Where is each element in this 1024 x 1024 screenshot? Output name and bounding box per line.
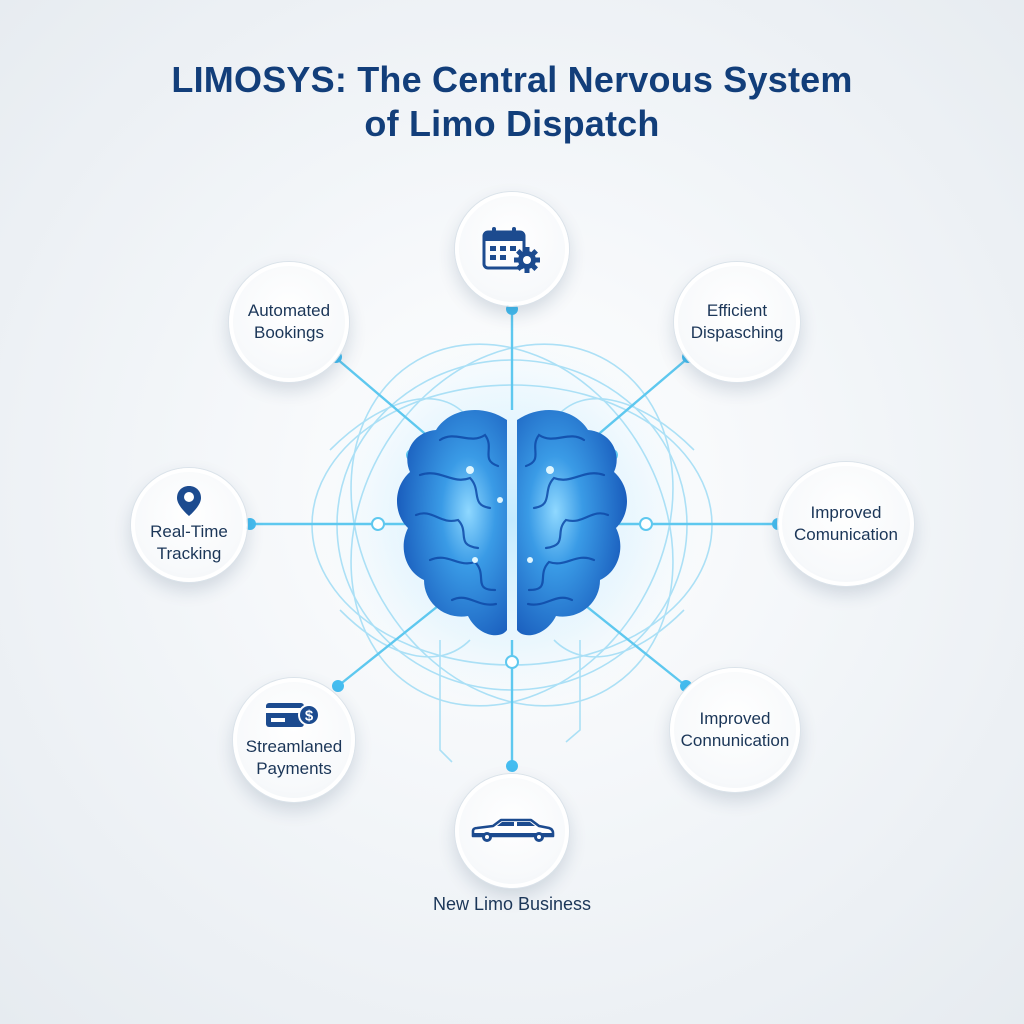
improved-communication-right-label: Improved Comunication [794,503,898,544]
brain-right-hemisphere [517,409,627,636]
node-automated-bookings: Automated Bookings [229,262,349,382]
node-scheduling [455,192,569,306]
map-pin-icon [176,485,202,517]
node-improved-communication-right: Improved Comunication [778,462,914,586]
brain-sparkles [466,466,554,563]
node-new-limo-business [455,774,569,888]
node-improved-communication-bottom-right: Improved Connunication [670,668,800,792]
node-efficient-dispatching: Efficient Dispasching [674,262,800,382]
node-real-time-tracking: Real-Time Tracking [131,468,247,582]
calendar-gear-icon [481,224,543,274]
svg-text:$: $ [305,708,314,725]
credit-card-dollar-icon: $ [264,700,324,730]
new-limo-business-caption: New Limo Business [432,894,592,914]
real-time-tracking-label: Real-Time Tracking [150,522,228,563]
connector-improved-communication-bottom-right [575,597,687,687]
streamlined-payments-label: Streamlaned Payments [245,737,343,778]
limousine-icon [469,816,555,846]
page-title-line-2: of Limo Dispatch [364,103,660,144]
brain-illustration [397,409,627,636]
page-title-line-1: LIMOSYS: The Central Nervous System [171,59,853,100]
efficient-dispatching-label: Efficient Dispasching [690,301,784,342]
automated-bookings-label: Automated Bookings [247,301,331,342]
connector-streamlined-payments [337,597,449,687]
node-streamlined-payments: $ Streamlaned Payments [233,678,355,802]
brain-left-hemisphere [397,409,507,636]
improved-communication-bottom-right-label: Improved Connunication [680,709,790,750]
